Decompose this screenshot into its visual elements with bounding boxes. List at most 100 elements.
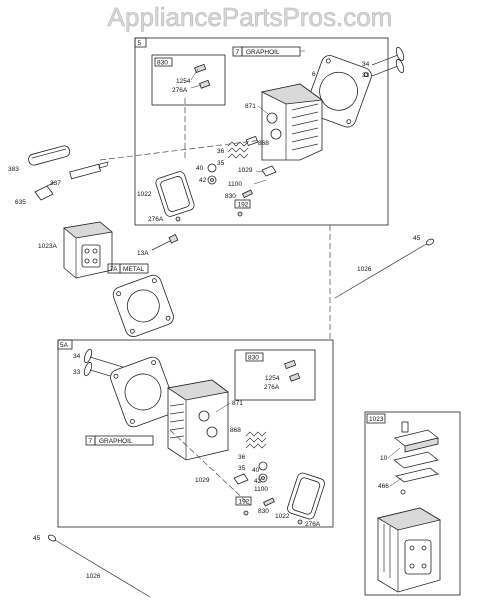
part-label-45-bottom: 45 (33, 535, 41, 542)
lower-830-label: 830 (248, 355, 259, 362)
part-label-1026-top: 1026 (357, 266, 372, 273)
part-label-45-top: 45 (413, 235, 421, 242)
valve-springs-upper (227, 135, 259, 159)
part-label-466: 466 (378, 483, 389, 490)
part-label-1254-lower: 1254 (265, 375, 280, 382)
bolt-830-upper (241, 189, 253, 199)
part-label-33: 33 (362, 72, 370, 79)
part-label-42: 42 (199, 177, 207, 184)
part-label-1026-bottom: 1026 (86, 573, 101, 580)
pushrod-top (329, 225, 435, 340)
part-label-34-lower: 34 (73, 353, 81, 360)
part-label-1023a: 1023A (38, 243, 57, 250)
part-label-830: 830 (225, 193, 236, 200)
part-label-35: 35 (217, 160, 225, 167)
retainers-lower (258, 461, 268, 483)
rocker-parts-lower (233, 473, 249, 485)
part-label-276a-lower: 276A (148, 216, 164, 223)
breather-fittings-upper (190, 63, 211, 89)
upper-830-label-box (154, 57, 173, 67)
upper-830-subbox (151, 54, 226, 106)
part-label-40-lower: 40 (252, 467, 260, 474)
left-loose-parts: 383 337 635 1023A 13A (8, 145, 179, 338)
part-label-871-lower: 871 (232, 400, 243, 407)
head-gasket-lower (110, 356, 176, 428)
metal-tag-text: METAL (123, 266, 145, 273)
part-label-1029-lower: 1029 (195, 477, 210, 484)
metal-tag-number: 7A (110, 266, 119, 273)
part-label-871: 871 (245, 103, 256, 110)
valves-lower (83, 348, 127, 381)
part-label-13a: 13A (137, 250, 149, 257)
rocker-cover-gasket-lower (287, 472, 325, 520)
part-label-42-lower: 42 (254, 478, 262, 485)
graphoil-tag-box (241, 46, 301, 57)
part-label-36-lower: 36 (238, 454, 246, 461)
inset-1023-assembly: 1023 10 466 (364, 411, 461, 596)
part-label-36: 36 (217, 148, 225, 155)
breather-fittings-lower (284, 359, 301, 382)
part-label-40: 40 (196, 165, 204, 172)
inset-1023-label: 1023 (369, 416, 384, 423)
part-label-830-lower: 830 (258, 508, 269, 515)
part-label-635: 635 (15, 199, 26, 206)
graphoil-tag-text: GRAPHOIL (246, 49, 280, 56)
upper-group-frame (134, 37, 389, 226)
part-label-276a-bottom-lower: 276A (305, 521, 321, 528)
part-label-34: 34 (362, 61, 370, 68)
valves-upper (371, 46, 405, 77)
box-192-upper (234, 199, 251, 209)
rocker-parts-upper (253, 165, 277, 185)
cylinder-head-lower (166, 379, 229, 461)
part-label-1100-lower: 1100 (254, 486, 268, 493)
watermark: AppliancePartsPros.com (108, 2, 393, 32)
head-gasket-metal (112, 274, 174, 338)
valve-springs-lower (245, 431, 267, 449)
spark-plug (69, 161, 109, 180)
part-label-1254: 1254 (176, 78, 191, 85)
cylinder-head-upper (260, 83, 324, 161)
lower-assembly: 5A 34 33 830 1254 276A (57, 339, 334, 528)
part-label-383: 383 (8, 166, 19, 173)
lower-830-label-box (245, 352, 264, 362)
part-label-868-lower: 868 (230, 427, 241, 434)
graphoil-tag-box-lower (94, 435, 154, 446)
part-label-192: 192 (238, 202, 249, 209)
pushrod-bottom (47, 534, 151, 598)
part-label-337: 337 (50, 180, 61, 187)
part-label-33-lower: 33 (73, 369, 81, 376)
graphoil-tag-text-lower: GRAPHOIL (99, 438, 133, 445)
bolt-830-lower (263, 497, 275, 507)
rocker-cover (63, 221, 113, 279)
breather-cover (394, 421, 439, 453)
rocker-cover-gasket-upper (155, 171, 195, 217)
upper-assembly: 5 830 1254 276A 7 GRAPHOIL 6 (99, 37, 405, 226)
spark-plug-boot (28, 145, 71, 166)
upper-group-label: 5 (138, 40, 142, 47)
breather-gaskets (393, 451, 439, 495)
upper-830-label: 830 (157, 60, 168, 67)
box-192-lower (235, 496, 252, 506)
part-label-1029: 1029 (238, 167, 253, 174)
part-label-1100: 1100 (228, 181, 242, 188)
part-label-10: 10 (380, 455, 388, 462)
part-label-35-lower: 35 (238, 465, 246, 472)
boot-terminal (34, 181, 56, 201)
part-label-192-lower: 192 (239, 499, 250, 506)
metal-tag-box (119, 263, 149, 274)
upper-group-label-box (134, 37, 147, 48)
part-label-276a-sub-lower: 276A (264, 384, 280, 391)
lower-group-label-box (57, 339, 73, 350)
part-label-868: 868 (258, 140, 269, 147)
part-label-6: 6 (312, 71, 316, 78)
part-label-1022-lower: 1022 (275, 513, 290, 520)
rocker-cover-body (376, 507, 442, 593)
part-label-1022: 1022 (137, 191, 152, 198)
inset-1023-label-box (366, 413, 386, 424)
retainers-upper (207, 163, 217, 185)
graphoil-tag-number: 7 (236, 49, 240, 56)
part-label-276a: 276A (172, 87, 188, 94)
bolt-13a (151, 234, 179, 251)
inset-1023-frame (364, 411, 461, 596)
